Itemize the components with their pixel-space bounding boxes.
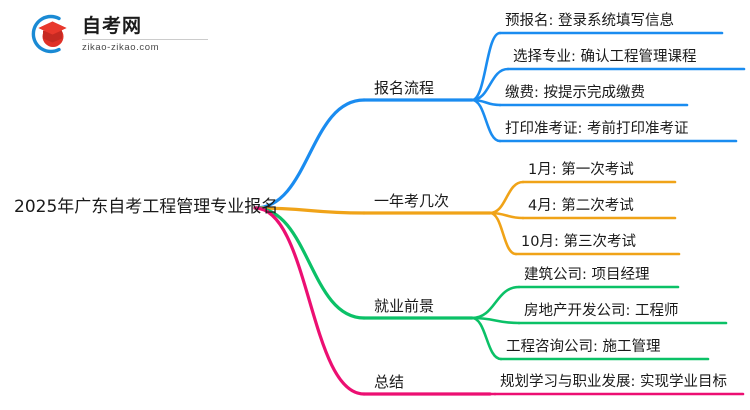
mindmap-leaf-1-4[interactable]: 打印准考证: 考前打印准考证 — [505, 121, 689, 137]
mindmap-leaf-3-2[interactable]: 房地产开发公司: 工程师 — [524, 303, 679, 319]
site-logo: 自考网 zikao-zikao.com — [28, 10, 218, 58]
mindmap-leaf-3-3[interactable]: 工程咨询公司: 施工管理 — [506, 339, 661, 355]
mindmap-leaf-1-2[interactable]: 选择专业: 确认工程管理课程 — [513, 49, 697, 65]
logo-name-cn: 自考网 — [82, 14, 143, 37]
mindmap-leaf-connector — [470, 316, 503, 361]
mindmap-branch-4[interactable]: 总结 — [374, 373, 405, 391]
mindmap-leaf-4-1[interactable]: 规划学习与职业发展: 实现学业目标 — [500, 374, 727, 390]
mindmap-leaf-1-3[interactable]: 缴费: 按提示完成缴费 — [505, 85, 645, 101]
logo-divider — [82, 38, 208, 40]
mindmap-leaf-connector — [488, 180, 525, 215]
mindmap-branch-1[interactable]: 报名流程 — [374, 79, 435, 97]
mindmap-leaf-3-1[interactable]: 建筑公司: 项目经理 — [524, 267, 650, 283]
logo-wordmark: 自考网 zikao-zikao.com — [82, 16, 208, 53]
mindmap-branch-trunk — [253, 206, 366, 396]
mindmap-branch-trunk — [253, 206, 366, 215]
mindmap-branch-trunk — [253, 206, 366, 320]
mindmap-branch-3[interactable]: 就业前景 — [374, 297, 435, 315]
mindmap-leaf-connector — [488, 211, 518, 256]
mindmap-leaf-2-1[interactable]: 1月: 第一次考试 — [528, 162, 634, 178]
mindmap-leaf-1-1[interactable]: 预报名: 登录系统填写信息 — [505, 13, 674, 29]
mindmap-leaf-connector — [470, 316, 521, 325]
mindmap-leaf-2-3[interactable]: 10月: 第三次考试 — [521, 234, 636, 250]
mindmap-leaf-connector — [470, 98, 502, 143]
mindmap-branch-trunk — [253, 98, 366, 210]
logo-url: zikao-zikao.com — [82, 41, 160, 53]
mindmap-leaf-connector — [470, 285, 521, 320]
mindmap-leaf-2-2[interactable]: 4月: 第二次考试 — [528, 198, 634, 214]
graduation-cap-icon — [28, 11, 74, 57]
mindmap-branch-2[interactable]: 一年考几次 — [374, 192, 450, 210]
mindmap-root-label: 2025年广东自考工程管理专业报名 — [14, 197, 279, 217]
